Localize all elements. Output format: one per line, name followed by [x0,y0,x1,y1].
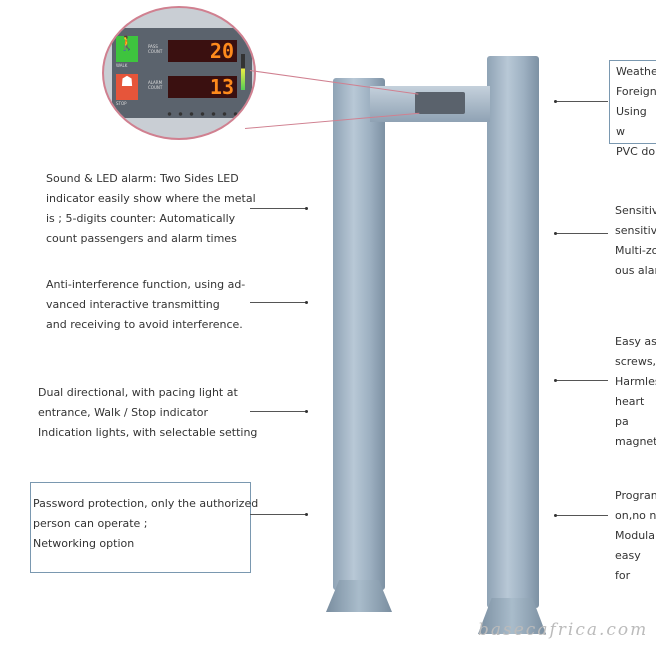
feature-anti-interference: Anti-interference function, using ad- va… [46,278,246,331]
watermark: basecafrica.com [478,620,649,640]
pointer-line [554,514,608,517]
stop-indicator-icon: ☗ [116,74,138,100]
pointer-line [554,379,608,382]
walk-indicator-icon: 🚶 [116,36,138,62]
display-closeup: 🚶 WALK ☗ STOP PASS COUNT 20 ALARM COUNT … [102,6,256,140]
pointer-line [250,513,308,516]
pointer-line [554,100,608,103]
stop-label: STOP [116,101,127,106]
pointer-line [250,301,308,304]
right-pillar [487,56,539,608]
feature-programmable: Progran on,no n Modula easy for [615,489,656,582]
pointer-line [554,232,608,235]
pointer-line [250,207,308,210]
alarm-count-display: 13 [168,76,237,98]
feature-password-protection: Password protection, only the authorized… [33,497,259,550]
feature-easy-assembly: Easy as screws, Harmles heart pa magnet [615,335,656,448]
alarm-count-label: ALARM COUNT [148,80,163,90]
feature-weatherproof: Weathe Foreign Using w PVC do [616,65,656,158]
led-bar [241,54,245,90]
feature-sound-led-alarm: Sound & LED alarm: Two Sides LED indicat… [46,172,256,245]
crossbar-display-panel [415,92,465,114]
button-row [164,112,244,116]
pass-count-display: 20 [168,40,237,62]
pointer-line [250,410,308,413]
walk-label: WALK [116,63,128,68]
feature-sensitivity: Sensitiv sensitivi Multi-zo ous alar [615,204,656,277]
feature-password-box [30,482,251,573]
pass-count-label: PASS COUNT [148,44,163,54]
left-pillar [333,78,385,590]
feature-weather-box [609,60,656,144]
feature-dual-directional: Dual directional, with pacing light at e… [38,386,258,439]
